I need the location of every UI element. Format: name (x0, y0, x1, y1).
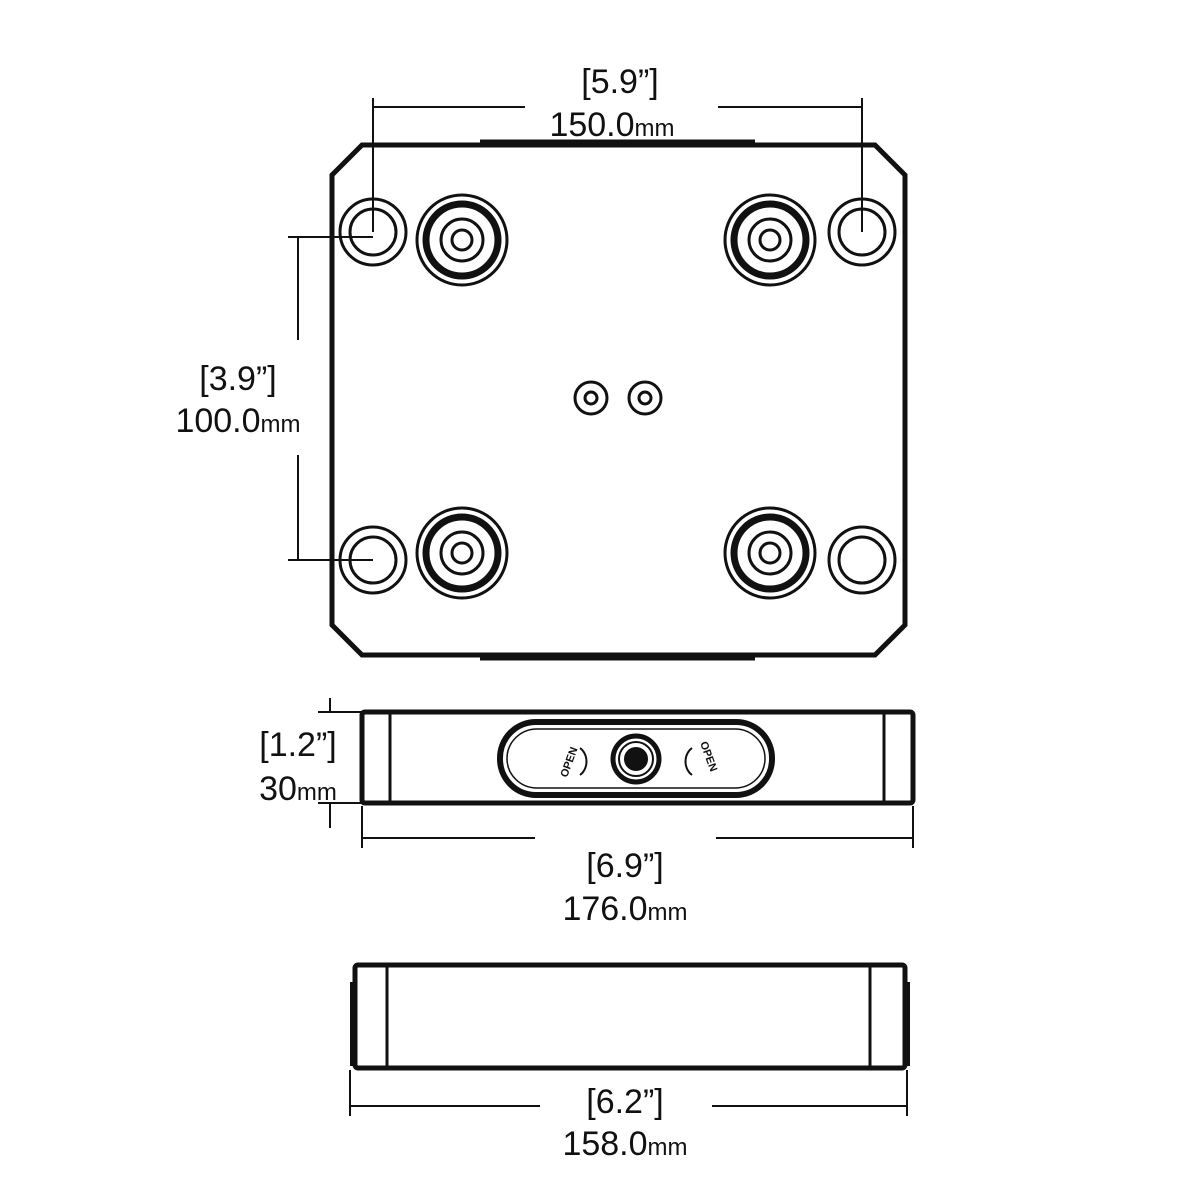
front-view: [6.2”] 158.0mm (349, 962, 910, 1163)
knob-outer (610, 733, 662, 785)
open-label-right: OPEN (697, 740, 719, 773)
top-height-mm-value: 100.0 (175, 402, 260, 440)
knob-recess-inner (506, 728, 766, 789)
side-body (359, 709, 916, 806)
front-width-inches: [6.2”] (586, 1083, 663, 1121)
center-screws (573, 380, 663, 416)
unit: mm (648, 899, 688, 926)
side-height-dimension-lines (318, 698, 362, 828)
side-height-mm: 30mm (259, 770, 337, 808)
side-width-mm-value: 176.0 (562, 890, 647, 928)
unit: mm (261, 411, 301, 438)
end-cap-lines (388, 712, 886, 803)
unit: mm (648, 1134, 688, 1161)
top-height-inches: [3.9”] (199, 360, 276, 398)
end-cap-lines (385, 965, 872, 1068)
knob-recess (497, 719, 775, 798)
rotate-arrow-icon (684, 747, 693, 776)
front-width-dimension-lines (349, 1070, 908, 1116)
side-width-mm: 176.0mm (562, 890, 687, 928)
magnets (415, 193, 817, 600)
front-width-mm: 158.0mm (562, 1125, 687, 1163)
end-cap-edges (350, 982, 910, 1066)
top-view: [5.9”] 150.0mm [3.9”] 100.0mm (175, 63, 908, 661)
width-dimension-lines (372, 98, 863, 232)
top-width-inches: [5.9”] (581, 63, 658, 101)
side-height-inches: [1.2”] (259, 726, 336, 764)
side-width-dimension-lines (361, 806, 914, 848)
front-width-mm-value: 158.0 (562, 1125, 647, 1163)
plate-outline (329, 142, 908, 658)
height-dimension-lines (288, 236, 373, 561)
top-height-mm: 100.0mm (175, 402, 300, 440)
side-width-inches: [6.9”] (586, 847, 663, 885)
top-width-mm-value: 150.0 (549, 106, 634, 144)
rotate-arrow-icon (579, 747, 588, 776)
unit: mm (297, 779, 337, 806)
open-label-left: OPEN (559, 746, 581, 779)
side-height-mm-value: 30 (259, 770, 297, 808)
unit: mm (635, 115, 675, 142)
side-view: OPEN OPEN [1.2”] 30mm [6.9”] 176.0mm (259, 698, 916, 928)
knob-center (624, 747, 648, 771)
top-width-mm: 150.0mm (549, 106, 674, 144)
knob-ring (618, 741, 654, 777)
front-body (352, 962, 908, 1071)
